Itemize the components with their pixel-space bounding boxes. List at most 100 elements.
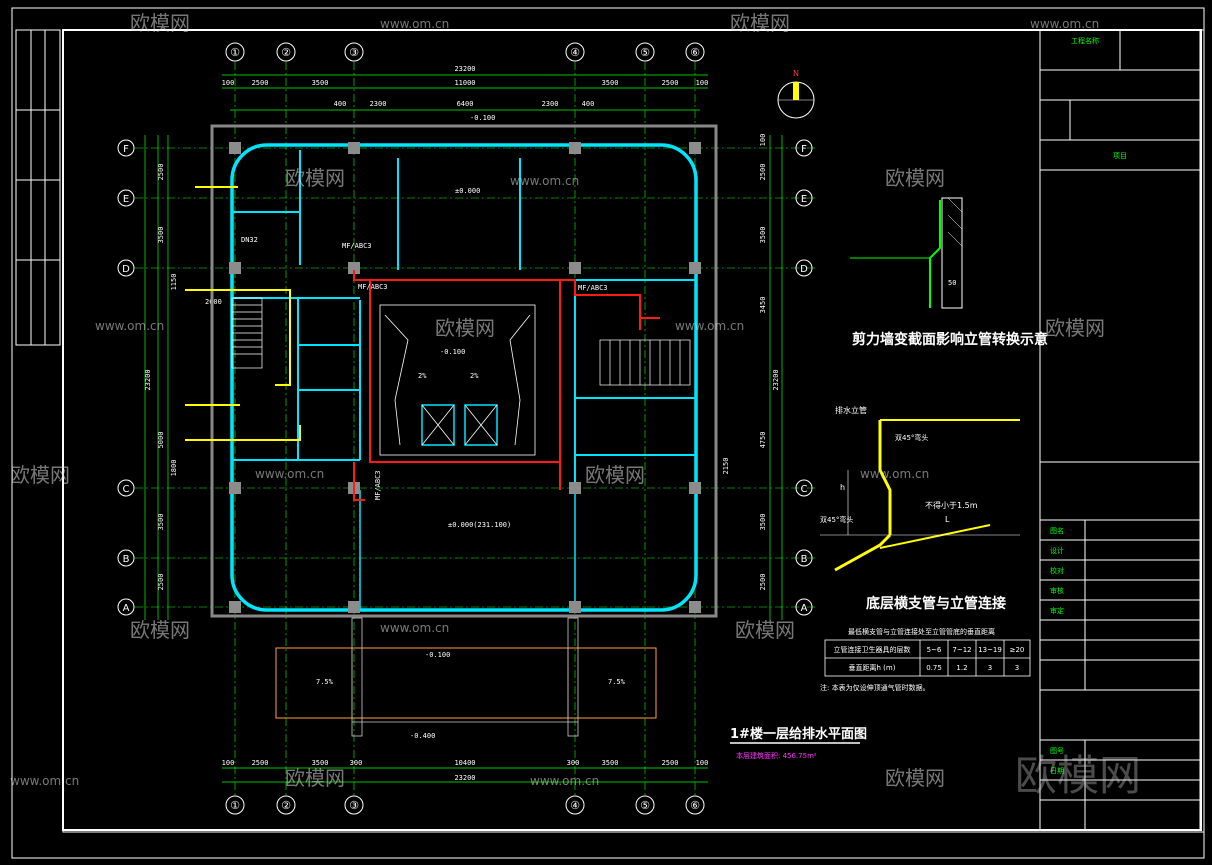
axis-label-row: A <box>123 603 130 614</box>
dim-top-inner: 400 <box>582 100 595 108</box>
drain-pipes <box>185 186 301 441</box>
dim-bottom-seg: 2500 <box>662 759 679 767</box>
title-block-row: 审定 <box>1050 606 1064 615</box>
watermarks: 欧模网 www.om.cn 欧模网 www.om.cn 欧模网 www.om.c… <box>10 11 1141 800</box>
row-axis-lines <box>135 147 815 608</box>
riser-label: MF/ABC3 <box>578 284 608 292</box>
pipe-dn-label: DN32 <box>241 236 258 244</box>
title-block-row: 校对 <box>1050 566 1064 575</box>
compass: N <box>777 69 815 119</box>
stair-right <box>599 339 691 386</box>
watermark-url: www.om.cn <box>380 17 449 31</box>
axis-label-row: D <box>800 264 808 275</box>
compass-label: N <box>793 69 799 78</box>
dim-right-total: 23200 <box>772 369 780 390</box>
dim-top-seg: 100 <box>222 79 235 87</box>
dim-bottom-seg: 2500 <box>252 759 269 767</box>
dim-top-seg: 2500 <box>252 79 269 87</box>
watermark-brand: 欧模网 <box>285 766 345 790</box>
dim-right-seg: 2500 <box>759 164 767 181</box>
dim-bottom-seg: 100 <box>222 759 235 767</box>
dim-left-seg: 2500 <box>157 164 165 181</box>
watermark-url: www.om.cn <box>860 467 929 481</box>
axis-label-col: ① <box>230 799 240 812</box>
detail-riser-connection: 排水立管 双45°弯头 双45°弯头 不得小于1.5m h L 底层横支管与立管… <box>820 405 1020 612</box>
column-bubble-labels: ① ② ③ ④ ⑤ ⑥ ① ② ③ ④ ⑤ ⑥ <box>230 46 700 812</box>
dim-top-inner: 400 <box>334 100 347 108</box>
level-stair-core: -0.100 <box>440 348 465 356</box>
dim-top-inner: 6400 <box>457 100 474 108</box>
level-outdoor: -0.400 <box>410 732 435 740</box>
axis-label-col: ③ <box>349 799 359 812</box>
dim-top-mid: 11000 <box>454 79 475 87</box>
dimension-text-right: 23200 100 2500 3500 3450 4750 3500 2500 … <box>722 134 780 591</box>
detail-2-h: h <box>840 483 845 492</box>
dim-bottom-seg: 300 <box>567 759 580 767</box>
height-table: 最低横支管与立管连接处至立管管底的垂直距离 立管连接卫生器具的层数 5~6 7~… <box>820 627 1031 692</box>
riser-label: MF/ABC3 <box>374 470 382 500</box>
dim-bottom-seg: 100 <box>696 759 709 767</box>
watermark-brand-large: 欧模网 <box>1015 751 1141 800</box>
watermark-brand: 欧模网 <box>435 316 495 340</box>
level-canopy: -0.100 <box>425 651 450 659</box>
axis-label-row: B <box>123 554 130 565</box>
dim-bottom-mid: 10400 <box>454 759 475 767</box>
axis-label-col: ① <box>230 46 240 59</box>
slope-label: 2% <box>418 372 427 380</box>
dim-bottom-seg: 300 <box>350 759 363 767</box>
dim-left-total: 23200 <box>144 369 152 390</box>
detail-1-title: 剪力墙变截面影响立管转换示意 <box>852 331 1048 348</box>
watermark-url: www.om.cn <box>95 319 164 333</box>
riser-label: MF/ABC3 <box>342 242 372 250</box>
axis-label-row: D <box>122 264 130 275</box>
title-block-row: 审核 <box>1050 586 1064 595</box>
dim-left-seg: 3500 <box>157 514 165 531</box>
axis-label-row: F <box>801 144 807 155</box>
title-block-row: 图名 <box>1050 526 1064 535</box>
detail-1-dim: 50 <box>948 279 956 287</box>
dim-top-total: 23200 <box>454 65 475 73</box>
watermark-brand: 欧模网 <box>130 11 190 35</box>
dim-right-seg: 3500 <box>759 514 767 531</box>
sheet-frame <box>11 7 1205 859</box>
axis-label-col: ⑥ <box>690 46 700 59</box>
table-cell: 13~19 <box>978 646 1002 654</box>
title-block-row: 日期 <box>1050 767 1064 775</box>
watermark-brand: 欧模网 <box>285 166 345 190</box>
dimension-lines <box>144 74 783 783</box>
table-caption: 最低横支管与立管连接处至立管管底的垂直距离 <box>848 627 995 636</box>
axis-label-col: ④ <box>570 799 580 812</box>
axis-label-col: ② <box>281 46 291 59</box>
level-hall: ±0.000 <box>455 187 480 195</box>
title-block-labels: 工程名称 项目 图名 设计 校对 审核 审定 图号 日期 <box>1050 36 1127 775</box>
table-note: 注: 本表为仅设伸顶通气管时数据。 <box>820 683 930 692</box>
watermark-url: www.om.cn <box>510 174 579 188</box>
axis-label-col: ⑤ <box>640 46 650 59</box>
dim-right-seg: 100 <box>759 134 767 147</box>
title-block-row: 设计 <box>1050 546 1064 555</box>
watermark-brand: 欧模网 <box>10 463 70 487</box>
dim-bottom-seg: 3500 <box>602 759 619 767</box>
level-lobby: ±0.000(231.100) <box>448 521 511 529</box>
dimension-text-left: 23200 2500 3500 1150 5000 1800 3500 2500… <box>144 164 222 591</box>
title-block-row: 项目 <box>1113 152 1127 160</box>
dim-right-seg: 4750 <box>759 432 767 449</box>
axis-label-row: C <box>801 484 808 495</box>
axis-label-row: A <box>801 603 808 614</box>
column-axis-lines <box>234 62 696 795</box>
detail-2-min: 不得小于1.5m <box>925 500 978 510</box>
dim-top-seg: 3500 <box>602 79 619 87</box>
column-bubbles <box>225 42 705 815</box>
drawing-title: 1#楼一层给排水平面图 <box>730 726 867 742</box>
title-block-row: 图号 <box>1050 747 1064 755</box>
dimension-text-bottom: 100 2500 3500 300 10400 300 3500 2500 10… <box>222 759 709 782</box>
watermark-brand: 欧模网 <box>735 618 795 642</box>
dim-top-seg: 3500 <box>312 79 329 87</box>
detail-2-elbow-bottom: 双45°弯头 <box>820 515 853 524</box>
dim-left-seg: 5000 <box>157 432 165 449</box>
dim-left-seg: 1150 <box>170 274 178 291</box>
watermark-url: www.om.cn <box>530 774 599 788</box>
entrance-canopy <box>275 617 657 737</box>
axis-label-row: C <box>123 484 130 495</box>
detail-shear-wall: 50 剪力墙变截面影响立管转换示意 <box>850 197 1048 348</box>
